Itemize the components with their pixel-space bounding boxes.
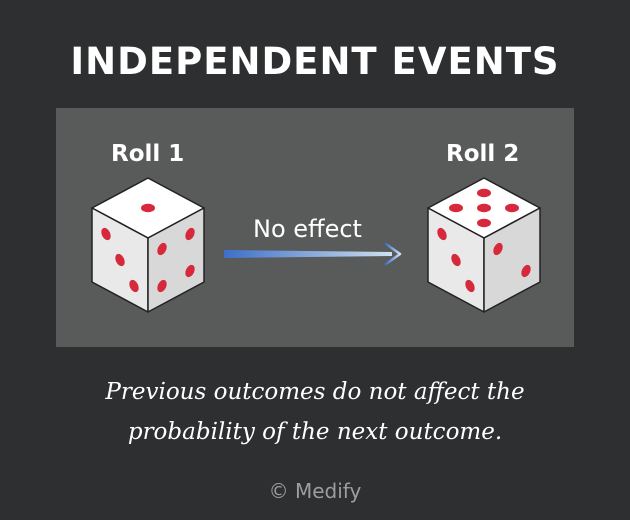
caption: Previous outcomes do not affect the prob… [0,372,630,452]
die-1-right-pip [185,227,195,241]
die-roll-1 [91,177,205,313]
roll-1-label: Roll 1 [111,141,185,167]
die-2-left-pip [465,279,475,293]
caption-line-2: probability of the next outcome. [127,419,503,445]
die-1-top-pip [141,203,155,213]
arrow-icon [224,242,402,266]
die-2-left-pip [437,227,447,241]
die-1-right-pip [157,279,167,293]
die-2-top-pip [477,188,491,198]
die-2-top-pip [449,203,463,213]
page-title: INDEPENDENT EVENTS [70,40,560,83]
roll-2-label: Roll 2 [446,141,520,167]
die-roll-2 [427,177,541,313]
die-1-right-pip [185,264,195,278]
die-1-left-pip [129,279,139,293]
die-2-right-face [483,207,541,313]
die-2-right-pip [521,264,531,278]
die-2-right-pip [493,242,503,256]
die-2-top-pip [477,218,491,228]
arrow-label: No effect [253,215,362,243]
die-2-top-pip [505,203,519,213]
die-1-right-pip [157,242,167,256]
die-1-left-pip [115,253,125,267]
die-2-left-pip [451,253,461,267]
die-1-left-pip [101,227,111,241]
caption-line-1: Previous outcomes do not affect the [105,379,525,405]
copyright-footer: © Medify [268,479,362,503]
dice-panel: Roll 1 Roll 2 No effect [56,108,574,347]
die-2-top-pip [477,203,491,213]
